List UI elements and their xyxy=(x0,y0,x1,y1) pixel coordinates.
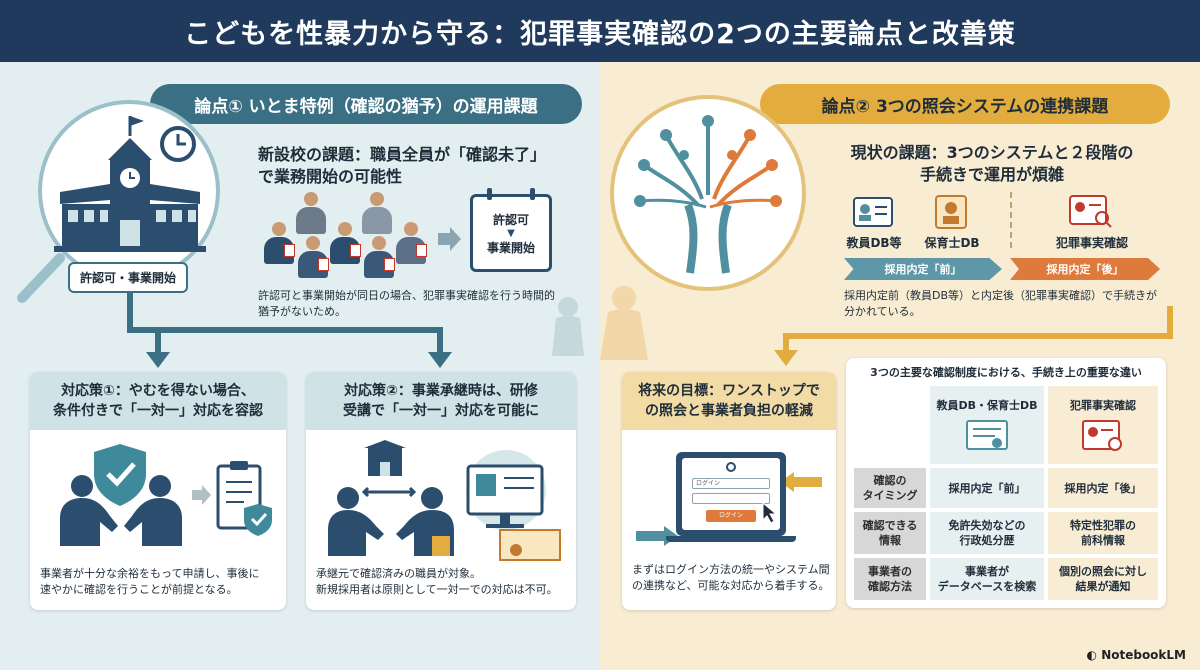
issue1-note-line1: 許認可と事業開始が同日の場合、犯罪事実確認を行う時間的 xyxy=(258,289,555,302)
col-header-criminal: 犯罪事実確認 xyxy=(1048,386,1158,464)
cell-timing-criminal: 採用内定「後」 xyxy=(1048,468,1158,508)
goal-note: まずはログイン方法の統一やシステム間 の連携など、可能な対応から着手する。 xyxy=(632,562,832,594)
measure2-note-line1: 承継元で確認済みの職員が対象。 xyxy=(316,567,481,580)
arrow-right-icon xyxy=(192,485,211,505)
goal-note-line2: の連携など、可能な対応から着手する。 xyxy=(632,579,830,592)
issue2-banner: 論点② 3つの照会システムの連携課題 xyxy=(760,84,1170,124)
notebooklm-logo-text: NotebookLM xyxy=(1101,648,1186,662)
cell-method-db: 事業者が データベースを検索 xyxy=(930,558,1044,600)
cell-info-db: 免許失効などの 行政処分歴 xyxy=(930,512,1044,554)
goal-title-line1: 将来の目標：ワンストップで xyxy=(638,383,820,399)
login-id-field[interactable]: ログイン xyxy=(692,478,770,489)
measure1-card: 対応策①：やむを得ない場合、 条件付きで「一対一」対応を容認 事業者が十分な余裕… xyxy=(30,372,286,610)
measure1-note-line1: 事業者が十分な余裕をもって申請し、事後に xyxy=(40,567,260,580)
issue2-heading-line1: 現状の課題：3つのシステムと２段階の xyxy=(850,143,1134,162)
goal-card: 将来の目標：ワンストップで の照会と事業者負担の軽減 ログイン ログイン まずは… xyxy=(622,372,836,610)
id-search-icon xyxy=(1082,419,1122,451)
certificate-icon xyxy=(966,419,1008,450)
cell-method-criminal: 個別の照会に対し 結果が通知 xyxy=(1048,558,1158,600)
certificate-monitor-icon xyxy=(466,450,561,561)
network-tree-circle xyxy=(610,95,806,291)
issue1-note-line2: 猶予がないため。 xyxy=(258,305,346,318)
user-icon xyxy=(726,462,736,472)
page-title: こどもを性暴力から守る：犯罪事実確認の2つの主要論点と改善策 xyxy=(184,18,1016,50)
calendar-arrow: ▼ xyxy=(507,227,515,239)
school-magnifier xyxy=(38,100,220,282)
arrow-right-icon xyxy=(438,227,461,251)
col-header-criminal-label: 犯罪事実確認 xyxy=(1070,398,1136,412)
issue2-heading: 現状の課題：3つのシステムと２段階の 手続きで運用が煩雑 xyxy=(832,142,1152,186)
col-header-db: 教員DB・保育士DB xyxy=(930,386,1044,464)
issue2-heading-line2: 手続きで運用が煩雑 xyxy=(919,165,1064,184)
laptop-base xyxy=(666,536,796,542)
notebooklm-logo: ◐ NotebookLM xyxy=(1087,648,1186,662)
network-tree-icon xyxy=(634,115,782,274)
school-building-icon xyxy=(54,116,206,252)
measure2-note: 承継元で確認済みの職員が対象。 新規採用者は原則として一対一での対応は不可。 xyxy=(316,566,572,598)
comparison-table: 3つの主要な確認制度における、手続き上の重要な違い 教員DB・保育士DB 犯罪事… xyxy=(846,358,1166,608)
row-label-info: 確認できる 情報 xyxy=(854,512,926,554)
measure1-title-line2: 条件付きで「一対一」対応を容認 xyxy=(53,403,263,419)
stage-before-pill: 採用内定「前」 xyxy=(844,258,1002,280)
login-button[interactable]: ログイン xyxy=(706,510,756,522)
measure1-note-line2: 速やかに確認を行うことが前提となる。 xyxy=(40,583,238,596)
issue1-heading: 新設校の課題：職員全員が「確認未了」 で業務開始の可能性 xyxy=(258,144,588,188)
goal-note-line1: まずはログイン方法の統一やシステム間 xyxy=(632,563,830,576)
measure2-card: 対応策②：事業承継時は、研修 受講で「一対一」対応を可能に 承継元で確認済みの職… xyxy=(306,372,576,610)
nursery-db-icon xyxy=(935,195,967,229)
handshake-shield-icon xyxy=(60,444,182,546)
login-laptop-icon: ログイン ログイン xyxy=(676,452,786,536)
cursor-icon xyxy=(762,502,778,524)
system-label-criminal-check: 犯罪事実確認 xyxy=(1055,236,1128,250)
teacher-db-icon xyxy=(853,197,893,227)
measure2-title-line1: 対応策②：事業承継時は、研修 xyxy=(344,383,538,399)
measure1-title: 対応策①：やむを得ない場合、 条件付きで「一対一」対応を容認 xyxy=(30,372,286,430)
measure1-title-line1: 対応策①：やむを得ない場合、 xyxy=(61,383,255,399)
measure2-title-line2: 受講で「一対一」対応を可能に xyxy=(343,403,539,419)
row-label-method: 事業者の 確認方法 xyxy=(854,558,926,600)
comparison-title: 3つの主要な確認制度における、手続き上の重要な違い xyxy=(870,366,1142,379)
issue1-heading-line1: 新設校の課題：職員全員が「確認未了」 xyxy=(258,145,547,164)
issue2-note-line2: 分かれている。 xyxy=(844,305,921,318)
cell-timing-db: 採用内定「前」 xyxy=(930,468,1044,508)
goal-title-line2: の照会と事業者負担の軽減 xyxy=(644,403,813,419)
permit-start-tag: 許認可・事業開始 xyxy=(68,262,189,293)
issue2-note: 採用内定前（教員DB等）と内定後（犯罪事実確認）で手続きが 分かれている。 xyxy=(844,288,1164,320)
checklist-shield-icon xyxy=(216,461,272,536)
issue1-banner: 論点① いとま特例（確認の猶予）の運用課題 xyxy=(150,84,582,124)
child-silhouette-icon xyxy=(558,297,578,317)
stage-after-pill: 採用内定「後」 xyxy=(1010,258,1160,280)
issue1-note: 許認可と事業開始が同日の場合、犯罪事実確認を行う時間的 猶予がないため。 xyxy=(258,288,588,320)
col-header-db-label: 教員DB・保育士DB xyxy=(936,398,1038,412)
calendar-icon: 許認可 ▼ 事業開始 xyxy=(470,188,552,272)
system-divider xyxy=(1010,192,1012,248)
system-label-nursery-db: 保育士DB xyxy=(924,236,980,250)
goal-title: 将来の目標：ワンストップで の照会と事業者負担の軽減 xyxy=(622,372,836,430)
issue1-heading-line2: で業務開始の可能性 xyxy=(258,167,403,186)
cell-info-criminal: 特定性犯罪の 前科情報 xyxy=(1048,512,1158,554)
calendar-permit-label: 許認可 xyxy=(492,212,529,227)
measure2-note-line2: 新規採用者は原則として一対一での対応は不可。 xyxy=(316,583,558,596)
notebooklm-logo-icon: ◐ xyxy=(1086,648,1102,662)
handover-icon xyxy=(328,440,454,556)
measure2-title: 対応策②：事業承継時は、研修 受講で「一対一」対応を可能に xyxy=(306,372,576,430)
title-bar: こどもを性暴力から守る：犯罪事実確認の2つの主要論点と改善策 xyxy=(0,0,1200,62)
criminal-record-icon xyxy=(1069,195,1112,228)
measure1-note: 事業者が十分な余裕をもって申請し、事後に 速やかに確認を行うことが前提となる。 xyxy=(40,566,278,598)
system-label-teacher-db: 教員DB等 xyxy=(846,236,902,250)
calendar-start-label: 事業開始 xyxy=(486,240,535,255)
row-label-timing: 確認の タイミング xyxy=(854,468,926,508)
issue2-note-line1: 採用内定前（教員DB等）と内定後（犯罪事実確認）で手続きが xyxy=(844,289,1158,302)
login-password-field[interactable] xyxy=(692,493,770,504)
